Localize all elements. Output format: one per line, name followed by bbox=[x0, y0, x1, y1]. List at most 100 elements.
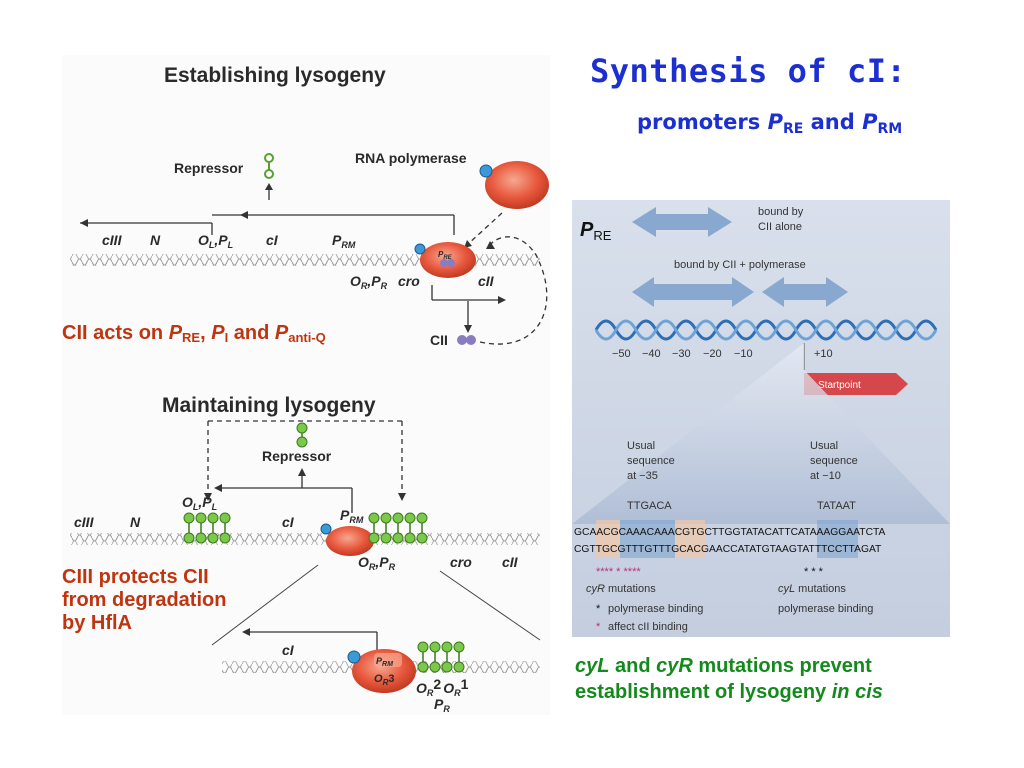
OL-PL-label-2: OL,PL bbox=[182, 494, 217, 512]
PR-transcript-arrowhead bbox=[498, 296, 506, 304]
sigma-factor-icon bbox=[479, 164, 493, 178]
OR3-label-zoom: OR3 bbox=[374, 673, 394, 687]
polymerase-binding-right: polymerase binding bbox=[778, 603, 873, 615]
cIII-gene-label-2: cIII bbox=[74, 514, 95, 530]
cII-gene-label-1: cII bbox=[478, 273, 495, 289]
repressors-zoom bbox=[417, 641, 465, 673]
bound-cii-alone-2: CII alone bbox=[758, 221, 802, 233]
cII-poly-arrow-1 bbox=[632, 277, 754, 307]
PRM-label-zoom: PRM bbox=[376, 656, 393, 668]
subtitle-pre: promoters bbox=[637, 110, 768, 134]
subtitle-mid: and bbox=[803, 110, 863, 134]
PRE-label: PRE bbox=[438, 250, 453, 261]
ciii-protects-annotation: CIII protects CII from degradation by Hf… bbox=[62, 566, 226, 635]
zoom-line-left bbox=[211, 564, 319, 646]
startpoint-label: Startpoint bbox=[818, 380, 861, 391]
OR-PR-label-1: OR,PR bbox=[350, 273, 388, 291]
bound-cii-poly-label: bound by CII + polymerase bbox=[674, 259, 806, 271]
PRM-label-1: PRM bbox=[332, 232, 356, 250]
CII-feedback-dashed-arrow bbox=[479, 236, 548, 345]
cii-acts-annotation: CII acts on PRE, PI and Panti-Q bbox=[62, 322, 326, 345]
consensus-10: TATAAT bbox=[817, 500, 856, 512]
cII-gene-label-2: cII bbox=[502, 554, 519, 570]
svg-text:−40: −40 bbox=[642, 348, 661, 360]
pL-transcript-arrowhead bbox=[80, 219, 88, 227]
CII-protein-icon-b bbox=[466, 335, 476, 345]
repressor-feedback-left-arrowhead bbox=[204, 493, 212, 501]
usual10-line1: Usual bbox=[810, 440, 838, 452]
cyl-cyr-annotation: cyL and cyR mutations prevent establishm… bbox=[575, 655, 883, 703]
cI-transcript-arrowhead-zoom bbox=[242, 628, 250, 636]
legend-affect-cii-binding: affect cII binding bbox=[608, 621, 688, 633]
cI-gene-label-zoom: cI bbox=[282, 642, 295, 658]
dna-strand-2 bbox=[70, 533, 540, 545]
cII-bound-1 bbox=[440, 259, 448, 267]
zoom-line-right bbox=[439, 570, 541, 641]
cI-transcript-arrowhead-2 bbox=[214, 484, 222, 492]
cIII-gene-label-1: cIII bbox=[102, 232, 123, 248]
cyL-mutations-label: cyL mutations bbox=[778, 583, 846, 595]
cII-bound-2 bbox=[447, 259, 455, 267]
PRM-box-zoom bbox=[374, 653, 402, 667]
subtitle-p1: P bbox=[767, 110, 783, 134]
CII-feedback-arrowhead bbox=[486, 241, 495, 249]
N-gene-label-1: N bbox=[150, 232, 161, 248]
cII-poly-arrow-2 bbox=[762, 277, 848, 307]
legend-cii-mark: * bbox=[596, 621, 601, 633]
usual10-line3: at −10 bbox=[810, 470, 841, 482]
usual10-line2: sequence bbox=[810, 455, 858, 467]
subtitle-s2: RM bbox=[877, 121, 903, 137]
repressors-on-OL bbox=[183, 512, 231, 544]
ciii-line-3: by HflA bbox=[62, 612, 132, 634]
cI-gene-label-1: cI bbox=[266, 232, 279, 248]
highlight-10 bbox=[817, 520, 858, 558]
zoom-trapezoid bbox=[572, 343, 950, 524]
PRE-panel-label: PRE bbox=[580, 219, 612, 243]
N-gene-label-2: N bbox=[130, 514, 141, 530]
cyR-mutation-stars: **** * **** bbox=[596, 566, 641, 578]
position-scale: −50 −40 −30 −20 −10 +10 bbox=[612, 348, 833, 360]
polymerase-at-PRE bbox=[420, 242, 476, 278]
repressor-label-1: Repressor bbox=[174, 160, 244, 176]
PRM-label-2: PRM bbox=[340, 507, 364, 525]
usual35-line3: at −35 bbox=[627, 470, 658, 482]
highlight-cII bbox=[675, 520, 705, 558]
polymerase-dashed-arrowhead bbox=[464, 240, 472, 248]
polymerase-at-PRM bbox=[326, 526, 374, 556]
repressors-on-OR bbox=[368, 512, 428, 544]
repressor-up-arrowhead-2 bbox=[298, 468, 306, 476]
highlight-cII-2 bbox=[596, 520, 620, 558]
rna-polymerase-icon bbox=[485, 161, 549, 209]
cI-gene-label-2: cI bbox=[282, 514, 295, 530]
OL-PL-label-1: OL,PL bbox=[198, 232, 233, 250]
legend-polymerase-mark: * bbox=[596, 603, 601, 615]
repressor-feedback-right-arrowhead bbox=[398, 493, 406, 501]
slide-subtitle: promoters PRE and PRM bbox=[637, 110, 902, 137]
highlight-35 bbox=[620, 520, 675, 558]
CII-protein-icon-a bbox=[457, 335, 467, 345]
repressor-up-arrowhead bbox=[265, 183, 273, 190]
sigma-at-PRM bbox=[320, 523, 332, 535]
cyL-mutation-stars: * * * bbox=[804, 566, 824, 578]
slide-title: Synthesis of cI: bbox=[590, 52, 907, 90]
subtitle-s1: RE bbox=[782, 121, 804, 137]
rna-polymerase-label: RNA polymerase bbox=[355, 150, 467, 166]
CII-protein-label: CII bbox=[430, 332, 448, 348]
svg-text:−50: −50 bbox=[612, 348, 631, 360]
cro-gene-label-1: cro bbox=[398, 273, 420, 289]
legend-polymerase-binding: polymerase binding bbox=[608, 603, 703, 615]
establishing-heading: Establishing lysogeny bbox=[164, 64, 386, 87]
sequence-bottom-strand: CGTTGCGTTTGTTTGCACGAACCATATGTAAGTATTTCCT… bbox=[574, 544, 882, 555]
cII-alone-arrow bbox=[632, 207, 732, 237]
sequence-top-strand: GCAACGCAAACAAACGTGCTTGGTATACATTCATAAAGGA… bbox=[574, 527, 886, 538]
sigma-at-PRE bbox=[414, 243, 426, 255]
svg-text:−10: −10 bbox=[734, 348, 753, 360]
ciii-line-1: CIII protects CII bbox=[62, 566, 209, 588]
svg-text:−30: −30 bbox=[672, 348, 691, 360]
bound-cii-alone-1: bound by bbox=[758, 206, 804, 218]
CII-down-arrowhead bbox=[464, 325, 472, 333]
dna-helix bbox=[594, 319, 938, 341]
PR-label-zoom: PR bbox=[434, 696, 450, 714]
PRE-promoter-figure: PRE bound by CII alone bound by CII + po… bbox=[572, 200, 950, 637]
